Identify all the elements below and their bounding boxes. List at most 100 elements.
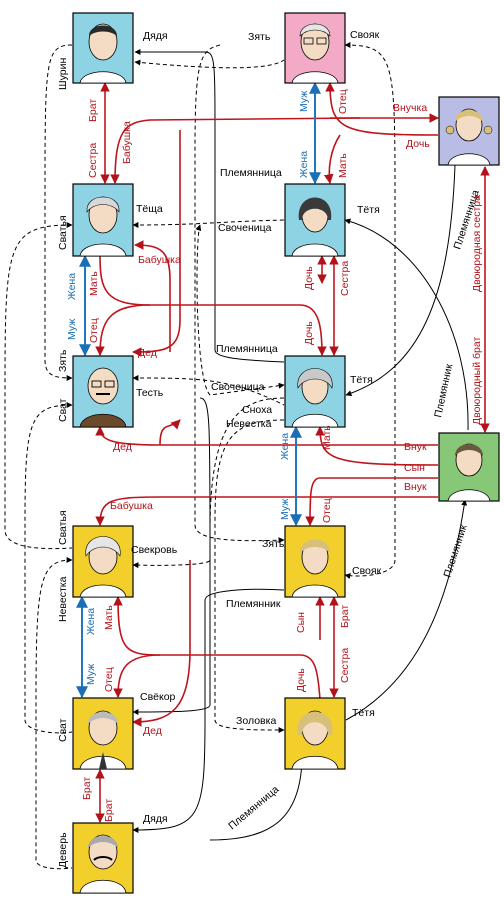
label-plemyannik-right-2: Племянник	[441, 523, 469, 579]
label-tyotya-3: Тётя	[352, 707, 375, 719]
label-snokha: Сноха	[242, 404, 272, 416]
label-tyoshcha: Тёща	[136, 203, 163, 215]
label-doch-2: Дочь	[303, 266, 315, 290]
label-plemyannik-right: Племянник	[432, 362, 455, 418]
label-syn-1: Сын	[404, 462, 425, 474]
connector-svoyachenitsa1	[132, 219, 285, 228]
connector-ded-3	[132, 560, 191, 727]
label-dvoyurodny-brat: Двоюродный брат	[471, 337, 483, 425]
connector-tyotya1	[344, 218, 469, 431]
connector-svoyachenitsa-mid	[195, 224, 285, 396]
connector-snokha	[132, 375, 285, 406]
portrait-father	[284, 525, 346, 598]
label-otets-3: Отец	[321, 498, 333, 523]
label-nevestka-1: Невестка	[226, 418, 272, 430]
portrait-uncle	[72, 12, 134, 84]
connector-otets-muzh-1	[95, 304, 151, 356]
label-zhena-2: Жена	[66, 273, 78, 300]
label-svat-2: Сват	[57, 718, 69, 742]
label-svat-1: Сват	[57, 398, 69, 422]
label-nevestka-2: Невестка	[57, 576, 69, 622]
label-tyotya-2: Тётя	[350, 374, 373, 386]
label-ded-1: Дед	[138, 347, 157, 359]
connectors	[4, 42, 490, 870]
label-muzh-3: Муж	[279, 499, 291, 520]
connector-babushka-1	[110, 117, 361, 184]
connector-otets-3	[113, 654, 161, 698]
connector-svat-left	[24, 402, 73, 734]
label-ded-3: Дед	[143, 725, 162, 737]
label-otets-1: Отец	[337, 89, 349, 114]
portrait-grandma-1	[72, 183, 134, 257]
label-sestra-3: Сестра	[339, 648, 351, 683]
label-muzh-4: Муж	[85, 664, 97, 685]
label-plemyannitsa-2: Племянница	[216, 343, 278, 355]
connector-svoyak-right	[344, 42, 396, 579]
connector-vertical-mid-dashed	[194, 44, 285, 544]
label-zolovka: Золовка	[236, 715, 276, 727]
label-doch-3: Дочь	[295, 668, 307, 692]
portrait-aunt-2	[284, 697, 346, 770]
label-svekrov: Свекровь	[131, 544, 178, 556]
label-shurin: Шурин	[57, 58, 69, 90]
label-mat-3: Мать	[321, 425, 333, 450]
connector-plemyannitsa-right	[345, 164, 456, 397]
label-brat-3: Брат	[81, 777, 93, 800]
label-syn-2: Сын	[295, 612, 307, 633]
connector-dyadya-bottom	[132, 588, 285, 833]
connector-svatya-left	[4, 222, 73, 550]
label-zhena-1: Жена	[298, 151, 310, 178]
label-muzh-1: Муж	[298, 91, 310, 112]
connector-nevestka	[214, 419, 285, 733]
connector-dyadya-top	[134, 49, 285, 363]
label-babushka-2: Бабушка	[138, 254, 181, 266]
label-babushka-3: Бабушка	[110, 500, 153, 512]
connector-babushka-2	[134, 240, 171, 352]
label-plemyannik-1: Племянник	[226, 598, 281, 610]
connector-shurin-left	[44, 44, 73, 381]
label-brat-2: Брат	[339, 605, 351, 628]
portrait-granddaughter	[438, 96, 500, 166]
label-otets-2: Отец	[88, 318, 100, 343]
label-tyotya-1: Тётя	[357, 204, 380, 216]
portrait-woman-bob	[284, 183, 346, 257]
connector-ded-1	[132, 130, 181, 357]
label-zyat-2: Зять	[57, 349, 69, 372]
label-dvoyurodnaya-sestra: Двоюродная сестра	[471, 195, 483, 292]
label-mat-4: Мать	[103, 605, 115, 630]
connector-zyat-svoyak-top	[134, 59, 285, 69]
portrait-top-man	[284, 12, 346, 84]
label-vnuchka: Внучка	[393, 102, 427, 114]
label-zyat-3: Зять	[262, 538, 285, 550]
label-brat-1: Брат	[87, 99, 99, 122]
label-test: Тесть	[136, 387, 164, 399]
label-svatya-2: Сватья	[57, 510, 69, 545]
label-brat-4: Брат	[103, 799, 115, 822]
connector-vnuk-1	[159, 419, 181, 446]
label-dyadya-1: Дядя	[143, 30, 168, 42]
label-mat-2: Мать	[88, 271, 100, 296]
portrait-uncle-2	[72, 822, 134, 894]
connector-otets-top	[325, 82, 439, 136]
connector-mat-2	[315, 426, 439, 466]
portrait-grandma-2	[72, 525, 134, 598]
portrait-grandpa-2	[72, 697, 134, 770]
label-muzh-2: Муж	[66, 319, 78, 340]
label-svoyak-1: Свояк	[350, 29, 380, 41]
connector-plemyannik-right	[345, 499, 468, 721]
label-sestra-1: Сестра	[87, 143, 99, 178]
label-zyat-1: Зять	[248, 31, 271, 43]
label-ded-2: Дед	[113, 441, 132, 453]
label-svoyachenitsa-2: Своченица	[211, 381, 265, 393]
connector-babushka-3	[95, 496, 438, 526]
label-doch-2b: Дочь	[303, 321, 315, 345]
label-dever: Деверь	[57, 832, 69, 868]
label-svyokor: Свёкор	[140, 691, 176, 703]
label-babushka-1: Бабушка	[121, 121, 133, 164]
portrait-grandpa-1	[72, 355, 134, 428]
connector-mat-3	[113, 596, 321, 701]
connector-plemyannitsa-bottom	[209, 759, 305, 841]
label-plemyannitsa-1: Племянница	[220, 167, 282, 179]
label-dyadya-2: Дядя	[143, 813, 168, 825]
